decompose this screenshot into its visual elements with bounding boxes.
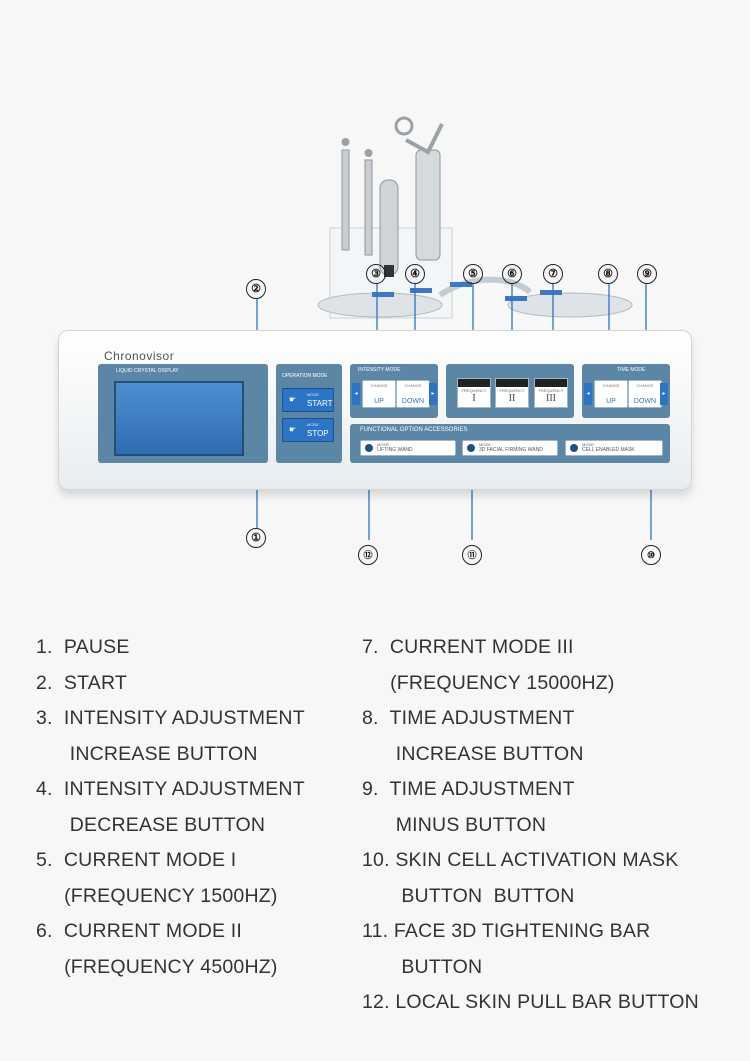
- callout-4: ④: [405, 264, 425, 284]
- stop-button-small: MODE: [307, 422, 319, 427]
- start-button-label: START: [307, 399, 333, 408]
- start-button[interactable]: ☛ MODE START: [282, 388, 334, 412]
- legend-item: 12. LOCAL SKIN PULL BAR BUTTON: [362, 991, 699, 1013]
- intensity-up-button[interactable]: CHANGE UP: [362, 380, 396, 408]
- frequency-1-button[interactable]: FREQUENCY I: [457, 378, 491, 408]
- indicator-dot-icon: [365, 444, 373, 452]
- firming-wand: [379, 179, 399, 277]
- frequency-2-small: FREQUENCY: [499, 388, 525, 393]
- stop-button-label: STOP: [307, 429, 329, 438]
- callout-11: ⑪: [462, 545, 482, 565]
- time-left-indicator: ◂: [584, 383, 592, 405]
- brand-label: Chronovisor: [104, 349, 175, 363]
- intensity-up-small: CHANGE: [370, 383, 388, 388]
- lifting-wand: [394, 116, 444, 261]
- frequency-3-label: III: [546, 393, 556, 404]
- legend-item: 10. SKIN CELL ACTIVATION MASK: [362, 849, 679, 871]
- device-illustration: [256, 116, 652, 540]
- hand-icon: ☛: [289, 395, 297, 404]
- frequency-1-label: I: [472, 393, 476, 404]
- cell-mask-label: CELL ENABLED MASK: [582, 447, 635, 453]
- callout-9: ⑨: [637, 264, 657, 284]
- callout-10: ⑩: [641, 545, 661, 565]
- intensity-right-indicator: ▸: [429, 383, 437, 405]
- firming-wand-small: MODE: [479, 442, 491, 447]
- legend-item: (FREQUENCY 4500HZ): [36, 956, 278, 978]
- intensity-down-label: DOWN: [401, 398, 425, 405]
- callout-12: ⑫: [358, 545, 378, 565]
- legend-item: MINUS BUTTON: [362, 814, 547, 836]
- stop-button[interactable]: ☛ MODE STOP: [282, 418, 334, 442]
- cell-mask-small: MODE: [582, 442, 594, 447]
- mask-pads: [317, 276, 633, 318]
- frequency-1-small: FREQUENCY: [461, 388, 487, 393]
- indicator-dot-icon: [467, 444, 475, 452]
- lifting-wand-label: LIFTING WAND: [377, 447, 413, 453]
- legend-item: BUTTON: [362, 956, 483, 978]
- legend-item: BUTTON BUTTON: [362, 885, 575, 907]
- callout-1: ①: [246, 528, 266, 548]
- legend-item: 4. INTENSITY ADJUSTMENT: [36, 778, 305, 800]
- operation-mode-panel: OPERATION MODE: [276, 364, 342, 463]
- callout-6: ⑥: [502, 264, 522, 284]
- lcd-screen: [114, 381, 244, 456]
- legend-item: 7. CURRENT MODE III: [362, 636, 574, 658]
- legend-item: DECREASE BUTTON: [36, 814, 266, 836]
- callout-7: ⑦: [543, 264, 563, 284]
- time-right-indicator: ▸: [660, 383, 668, 405]
- time-down-small: CHANGE: [636, 383, 654, 388]
- hand-icon: ☛: [289, 425, 297, 434]
- lifting-wand-button[interactable]: MODE LIFTING WAND: [360, 440, 456, 456]
- intensity-mode-title: INTENSITY MODE: [358, 367, 401, 373]
- frequency-3-small: FREQUENCY: [538, 388, 564, 393]
- accessories-title: FUNCTIONAL OPTION ACCESSORIES: [360, 427, 468, 433]
- time-up-small: CHANGE: [602, 383, 620, 388]
- legend-item: 2. START: [36, 672, 128, 694]
- lcd-panel-title: LIQUID CRYSTAL DISPLAY: [116, 368, 179, 374]
- legend-item: 9. TIME ADJUSTMENT: [362, 778, 575, 800]
- legend-item: 8. TIME ADJUSTMENT: [362, 707, 575, 729]
- intensity-up-label: UP: [374, 398, 384, 405]
- time-down-label: DOWN: [633, 398, 657, 405]
- frequency-2-label: II: [508, 393, 516, 404]
- legend-item: INCREASE BUTTON: [36, 743, 258, 765]
- firming-wand-button[interactable]: MODE 3D FACIAL FIRMING WAND: [462, 440, 558, 456]
- frequency-3-button[interactable]: FREQUENCY III: [534, 378, 568, 408]
- legend-item: 11. FACE 3D TIGHTENING BAR: [362, 920, 651, 942]
- callout-5: ⑤: [463, 264, 483, 284]
- legend-item: 6. CURRENT MODE II: [36, 920, 243, 942]
- time-up-button[interactable]: CHANGE UP: [594, 380, 628, 408]
- legend-item: INCREASE BUTTON: [362, 743, 584, 765]
- probe-wand-left: [341, 138, 350, 251]
- frequency-2-button[interactable]: FREQUENCY II: [495, 378, 529, 408]
- legend-item: (FREQUENCY 15000HZ): [362, 672, 615, 694]
- lifting-wand-small: MODE: [377, 442, 389, 447]
- operation-mode-title: OPERATION MODE: [282, 373, 328, 379]
- intensity-down-button[interactable]: CHANGE DOWN: [396, 380, 430, 408]
- callout-8: ⑧: [598, 264, 618, 284]
- callout-3: ③: [366, 264, 386, 284]
- time-up-label: UP: [606, 398, 616, 405]
- legend-item: 1. PAUSE: [36, 636, 130, 658]
- time-mode-title: TIME MODE: [617, 367, 646, 373]
- legend-item: 5. CURRENT MODE I: [36, 849, 237, 871]
- intensity-down-small: CHANGE: [404, 383, 422, 388]
- start-button-small: MODE: [307, 392, 319, 397]
- firming-wand-label: 3D FACIAL FIRMING WAND: [479, 447, 543, 453]
- legend-item: 3. INTENSITY ADJUSTMENT: [36, 707, 305, 729]
- probe-wand-middle: [364, 149, 373, 256]
- cell-mask-button[interactable]: MODE CELL ENABLED MASK: [565, 440, 663, 456]
- indicator-dot-icon: [570, 444, 578, 452]
- time-down-button[interactable]: CHANGE DOWN: [628, 380, 662, 408]
- legend-item: (FREQUENCY 1500HZ): [36, 885, 278, 907]
- intensity-left-indicator: ◂: [352, 383, 360, 405]
- callout-2: ②: [246, 279, 266, 299]
